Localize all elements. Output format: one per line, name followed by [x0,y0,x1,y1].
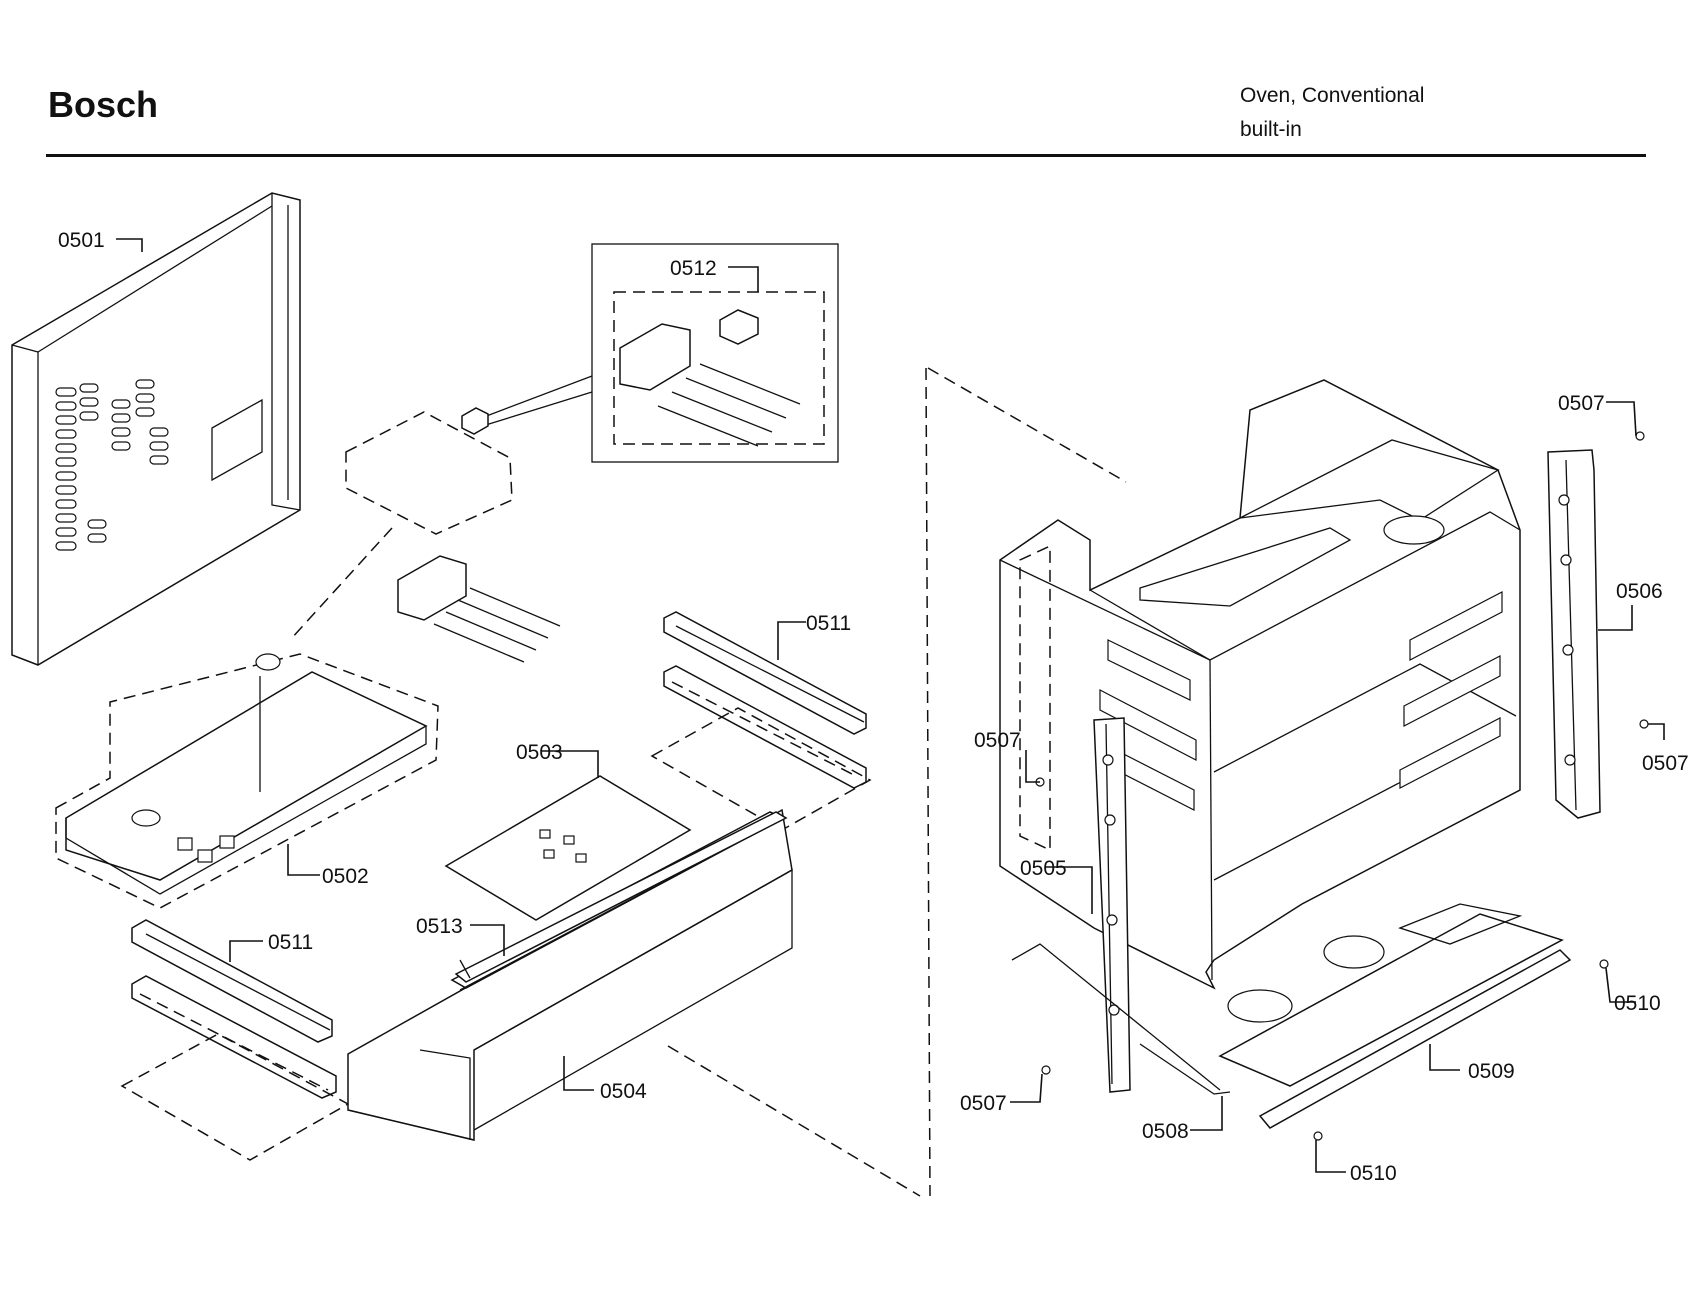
part-0511-rail-lower [120,919,350,1161]
part-0509-floor-pan [1218,903,1572,1129]
leader-lines [116,238,1665,1173]
part-0512-terminal-kit [475,243,839,463]
label-0509: 0509 [1468,1060,1515,1083]
label-0507-left-lower: 0507 [960,1092,1007,1115]
label-0501: 0501 [58,229,105,252]
oven-cavity [999,379,1521,990]
label-0503: 0503 [516,741,563,764]
screw-icon [1635,431,1645,441]
label-0510-right: 0510 [1614,992,1661,1015]
label-0511-upper: 0511 [806,612,851,635]
screw-icon [1313,1131,1323,1141]
part-0503-plate [444,775,692,921]
screw-icon [1041,1065,1051,1075]
part-0508-trim [1011,943,1231,1095]
label-0507-right-lower: 0507 [1642,752,1689,775]
part-0501-back-panel [11,192,301,666]
label-0504: 0504 [600,1080,647,1103]
label-0512: 0512 [670,257,717,280]
part-0506-side-rail [1547,449,1601,819]
divider-line [925,367,931,1197]
label-0502: 0502 [322,865,369,888]
vent-slots [55,379,169,551]
header-rule [46,154,1646,157]
part-0511-rail-upper [650,611,872,831]
part-0502-top-cover [55,653,439,909]
label-0507-right-upper: 0507 [1558,392,1605,415]
part-0513-rail [454,811,788,983]
label-0511-lower: 0511 [268,931,313,954]
part-0504-base-tray [347,808,921,1197]
screw-icon [1599,959,1609,969]
label-0506: 0506 [1616,580,1663,603]
label-0505: 0505 [1020,857,1067,880]
brand-title: Bosch [48,84,159,125]
part-0505-side-rail [1093,717,1131,1093]
label-0508: 0508 [1142,1120,1189,1143]
product-subtype: built-in [1240,118,1302,141]
terminal-cover [289,407,561,663]
label-0510-bottom: 0510 [1350,1162,1397,1185]
label-0507-left-upper: 0507 [974,729,1021,752]
screw-icon [1639,719,1649,729]
label-0513: 0513 [416,915,463,938]
product-type: Oven, Conventional [1240,84,1425,107]
